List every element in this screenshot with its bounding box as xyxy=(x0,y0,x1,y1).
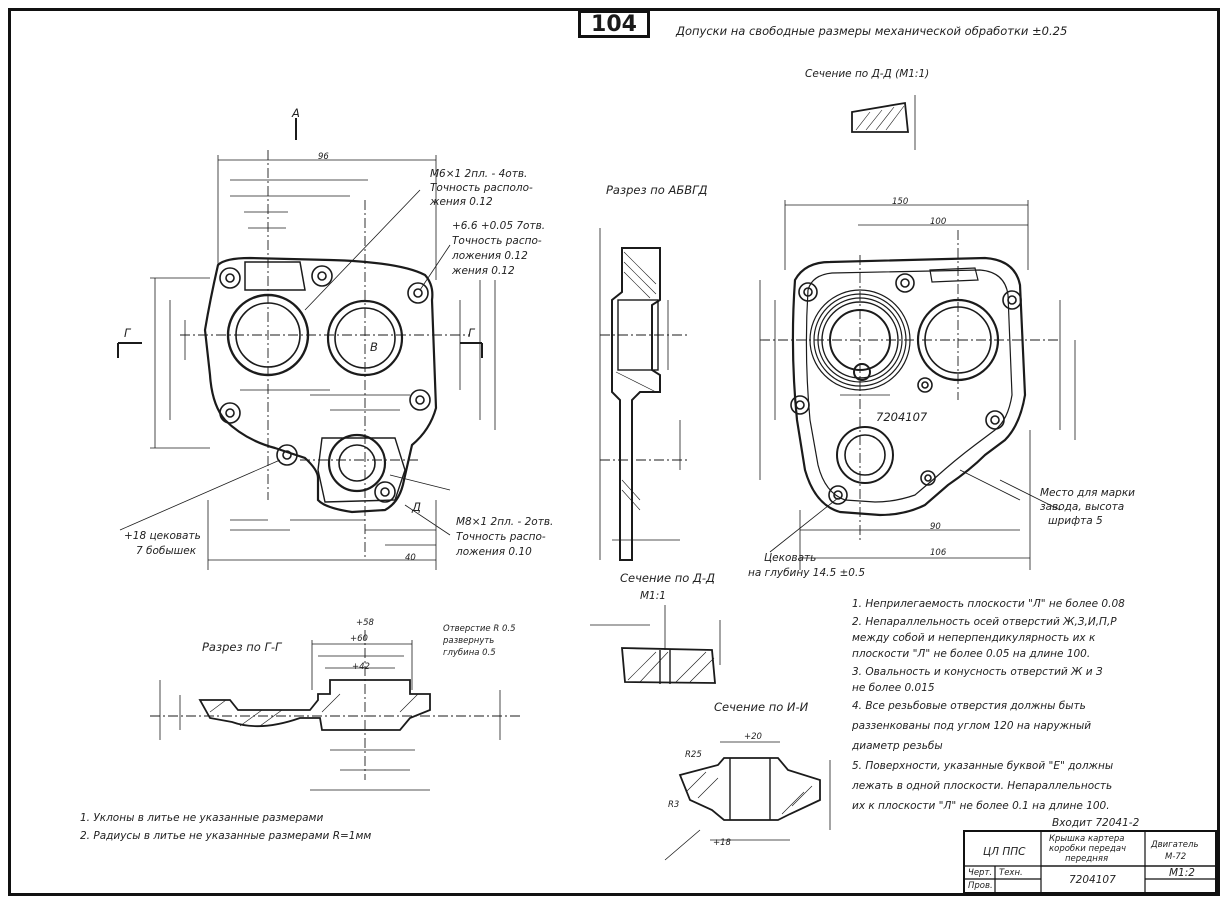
section-gg-title: Разрез по Г-Г xyxy=(202,640,282,654)
gg-note-1: Отверстие R 0.5 xyxy=(443,624,516,634)
dim-150: 150 xyxy=(892,197,909,207)
requirement-line: диаметр резьбы xyxy=(852,740,943,752)
dim-58: +58 xyxy=(356,618,374,628)
section-dd-small xyxy=(851,95,916,150)
dim-60: +60 xyxy=(350,634,368,644)
hole-66-note-1: +6.6 +0.05 7отв. xyxy=(452,220,546,232)
cast-note-2: 2. Радиусы в литье не указанные размерам… xyxy=(80,830,372,842)
left-front-view xyxy=(117,118,496,570)
gg-note-2: развернуть xyxy=(443,636,495,646)
dim-20: +20 xyxy=(744,732,762,742)
thread-m8-note-2: Точность распо- xyxy=(456,531,546,543)
view-part-number: 7204107 xyxy=(876,410,928,424)
title-checked: Пров. xyxy=(968,881,993,891)
tsekovat-right-2: на глубину 14.5 ±0.5 xyxy=(748,567,866,579)
requirement-line: их к плоскости "Л" не более 0.1 на длине… xyxy=(852,800,1110,812)
mark-place-note-1: Место для марки xyxy=(1040,487,1135,499)
requirement-line: не более 0.015 xyxy=(852,682,935,694)
thread-m6-note-2: Точность располо- xyxy=(430,182,533,194)
requirement-line: раззенкованы под углом 120 на наружный xyxy=(852,720,1092,732)
gg-note-3: глубина 0.5 xyxy=(443,648,496,658)
technical-requirements: 1. Неприлегаемость плоскости "Л" не боле… xyxy=(852,598,1172,812)
mark-place-note-3: шрифта 5 xyxy=(1048,515,1103,527)
cut-label-g-left: Г xyxy=(124,326,131,340)
mark-place-note-2: завода, высота xyxy=(1040,501,1125,513)
hole-66-note-2: Точность распо- xyxy=(452,235,542,247)
requirement-line: 1. Неприлегаемость плоскости "Л" не боле… xyxy=(852,598,1125,610)
hole-66-note-3: ложения 0.12 xyxy=(452,250,528,262)
title-product-1: Двигатель xyxy=(1151,840,1199,850)
title-drawn: Черт. xyxy=(968,868,993,878)
tsekovat-left-1: +18 цековать xyxy=(124,530,201,542)
section-dd-mid-view xyxy=(590,605,721,684)
thread-m8-note-3: ложения 0.10 xyxy=(456,546,532,558)
dim-18: +18 xyxy=(713,838,731,848)
dim-42: +42 xyxy=(352,662,370,672)
requirement-line: лежать в одной плоскости. Непараллельнос… xyxy=(852,780,1113,792)
section-dd-mid-title: Сечение по Д-Д xyxy=(620,571,716,585)
requirement-line: 3. Овальность и конусность отверстий Ж и… xyxy=(852,666,1103,678)
thread-m8-note-1: М8×1 2пл. - 2отв. xyxy=(456,516,554,528)
title-name-3: передняя xyxy=(1065,854,1109,864)
cast-note-1: 1. Уклоны в литье не указанные размерами xyxy=(80,812,324,824)
dim-40: 40 xyxy=(405,553,416,563)
title-part-number: 7204107 xyxy=(1069,874,1116,886)
section-ii-title: Сечение по И-И xyxy=(714,700,809,714)
drawing-sheet xyxy=(8,8,1220,896)
thread-m6-note-1: М6×1 2пл. - 4отв. xyxy=(430,168,528,180)
requirement-line: плоскости "Л" не более 0.05 на длине 100… xyxy=(852,648,1091,660)
dim-106: 106 xyxy=(930,548,947,558)
section-dd-mid-scale: М1:1 xyxy=(640,590,666,602)
section-abvgd-title: Разрез по АБВГД xyxy=(606,183,708,197)
middle-section-view xyxy=(599,228,690,561)
requirement-line: 5. Поверхности, указанные буквой "Е" дол… xyxy=(852,760,1114,772)
section-gg-view xyxy=(150,630,520,791)
requirement-line: 2. Непараллельность осей отверстий Ж,З,И… xyxy=(852,616,1117,628)
title-block: ЦЛ ППС Крышка картера коробки передач пе… xyxy=(963,830,1217,894)
right-back-view xyxy=(759,200,1076,570)
title-block-grid xyxy=(965,832,1215,892)
title-name-2: коробки передач xyxy=(1049,844,1127,854)
dim-100: 100 xyxy=(930,217,947,227)
header-tolerance-note: Допуски на свободные размеры механическо… xyxy=(676,24,1068,38)
section-ii-view xyxy=(664,741,831,861)
tsekovat-left-2: 7 бобышек xyxy=(136,545,197,557)
requirement-line: 4. Все резьбовые отверстия должны быть xyxy=(852,700,1086,712)
cut-label-d: Д xyxy=(412,500,421,514)
radius-3: R3 xyxy=(668,800,680,810)
thread-m6-note-3: жения 0.12 xyxy=(430,196,493,208)
page-number: 104 xyxy=(578,10,650,38)
radius-25: R25 xyxy=(685,750,702,760)
dim-96: 96 xyxy=(318,152,329,162)
center-label-b: В xyxy=(370,340,378,354)
requirement-line: между собой и неперпендикулярность их к xyxy=(852,632,1096,644)
dim-90: 90 xyxy=(930,522,941,532)
title-scale: М1:2 xyxy=(1169,867,1195,879)
section-dd-top-title: Сечение по Д-Д (М1:1) xyxy=(805,68,930,80)
title-tech: Техн. xyxy=(999,868,1023,878)
tsekovat-right-1: Цековать xyxy=(764,552,817,564)
title-enters: Входит 72041-2 xyxy=(1052,817,1140,829)
cut-label-g-right: Г xyxy=(468,326,475,340)
title-product-2: М-72 xyxy=(1165,852,1187,862)
cut-label-a: А xyxy=(292,106,300,120)
title-org: ЦЛ ППС xyxy=(983,846,1026,858)
hole-66-note-4: жения 0.12 xyxy=(452,265,515,277)
title-name-1: Крышка картера xyxy=(1049,834,1125,844)
